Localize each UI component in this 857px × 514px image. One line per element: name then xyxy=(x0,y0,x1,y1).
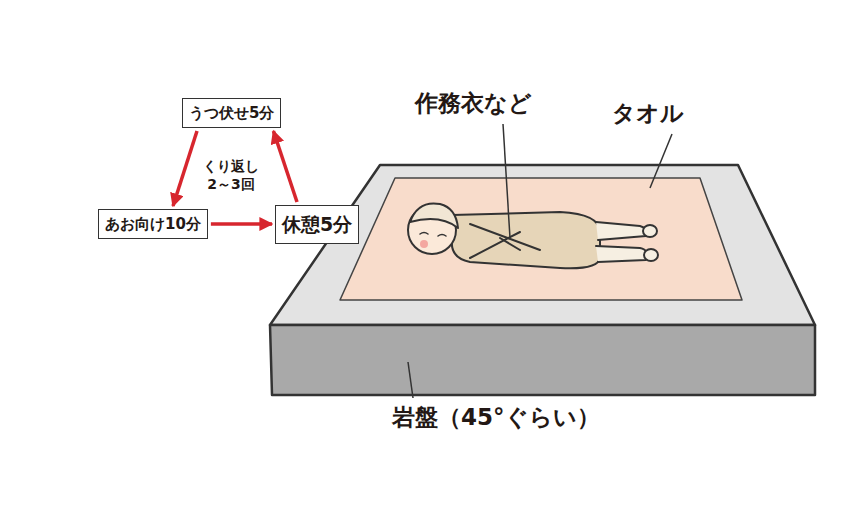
step-box: あお向け10分 xyxy=(98,209,208,239)
leader-line xyxy=(650,134,672,188)
leader-line xyxy=(408,362,413,398)
cycle-arrow xyxy=(273,131,297,202)
cycle-arrow xyxy=(173,131,197,206)
step-box: 休憩5分 xyxy=(275,205,359,244)
person xyxy=(408,203,658,268)
part-label: 岩盤（45°ぐらい） xyxy=(392,402,600,433)
step-text: 休憩5分 xyxy=(282,213,352,236)
repeat-note: くり返し 2～3回 xyxy=(196,157,266,193)
slab-top xyxy=(270,165,815,325)
step-box: うつ伏せ5分 xyxy=(182,98,281,128)
step-text: あお向け10分 xyxy=(105,215,201,233)
towel xyxy=(340,178,742,300)
slab-front xyxy=(270,325,815,395)
step-text: うつ伏せ5分 xyxy=(189,104,274,122)
part-label: 作務衣など xyxy=(415,88,532,119)
leader-line xyxy=(503,124,510,238)
cycle-arrow xyxy=(211,222,272,226)
part-label: タオル xyxy=(612,98,684,129)
